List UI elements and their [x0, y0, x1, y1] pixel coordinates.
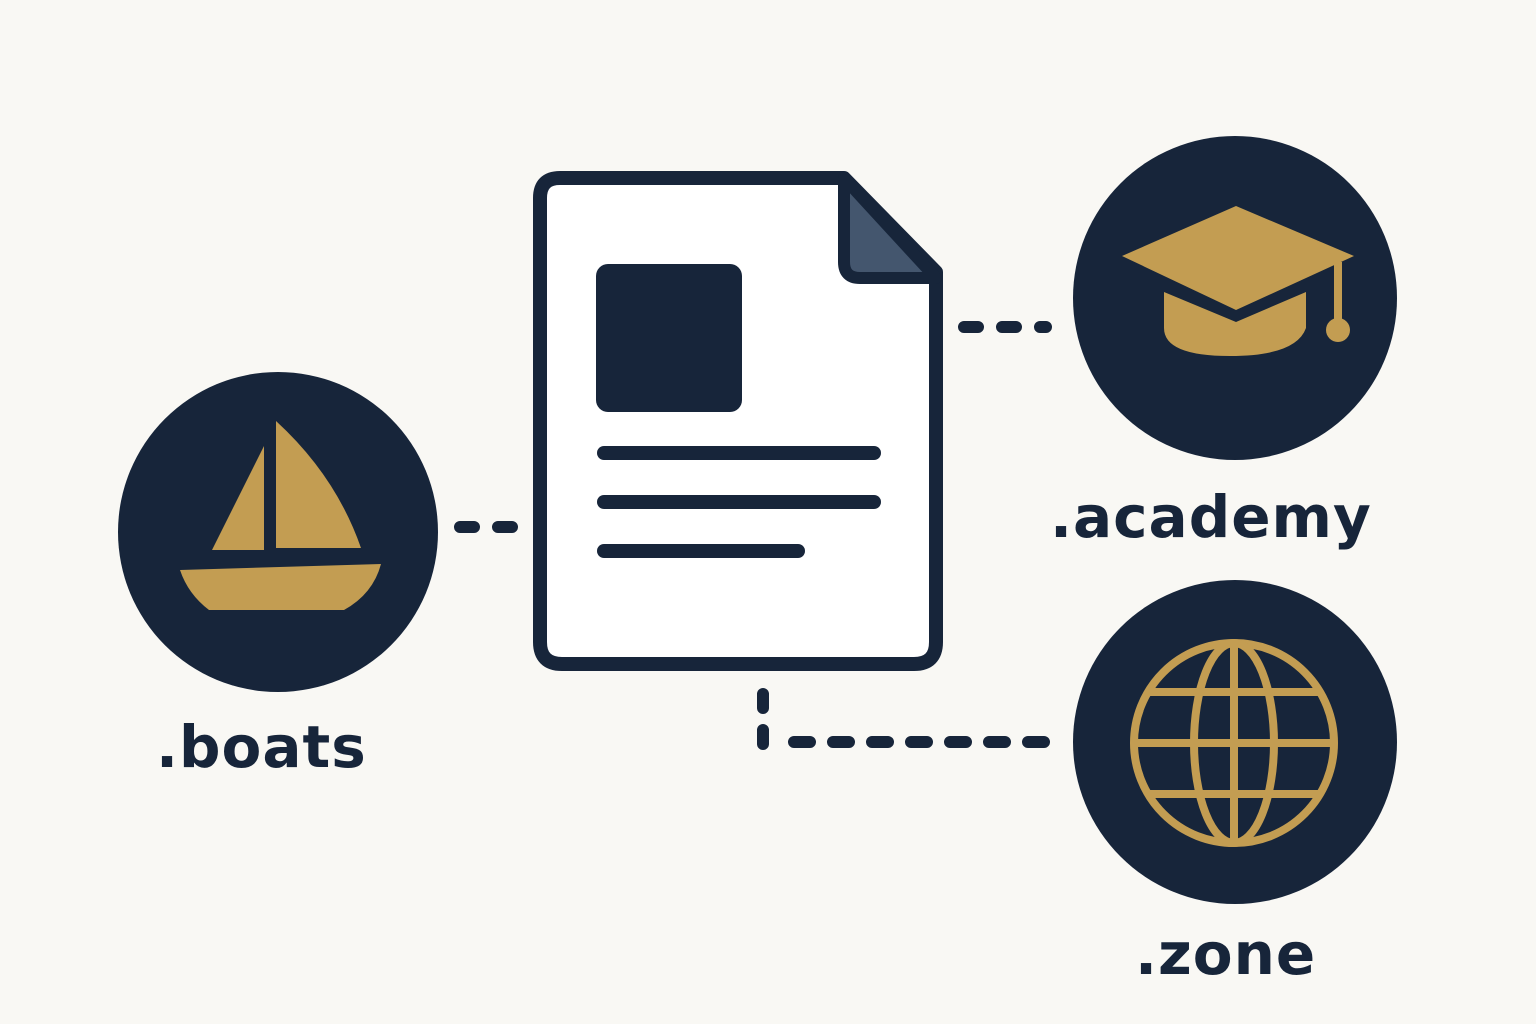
- globe-icon: [1130, 639, 1338, 847]
- document-image-placeholder: [596, 264, 742, 412]
- document-icon: [533, 171, 943, 671]
- node-boats: [118, 372, 438, 692]
- connector-zone: [757, 688, 1052, 750]
- graduation-cap-icon: [1122, 206, 1354, 356]
- label-boats: .boats: [156, 713, 367, 781]
- sailboat-icon: [180, 421, 381, 610]
- node-academy: [1073, 136, 1397, 460]
- label-academy: .academy: [1050, 483, 1372, 551]
- node-zone: [1073, 580, 1397, 904]
- label-zone: .zone: [1135, 920, 1317, 988]
